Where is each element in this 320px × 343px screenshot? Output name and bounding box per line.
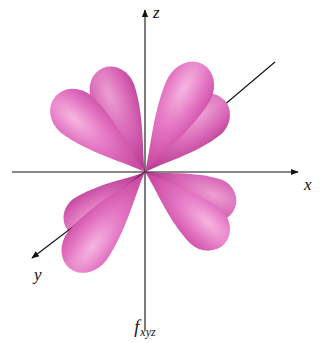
z-axis [144,10,145,330]
orbital-subscript: xyz [140,326,155,338]
x-axis [12,171,298,172]
orbital-name: f [134,318,139,336]
axis-label: x [304,176,312,193]
orbital-lobes-front [40,53,240,284]
axis-label: z [153,4,160,21]
axis-label: y [34,266,42,283]
